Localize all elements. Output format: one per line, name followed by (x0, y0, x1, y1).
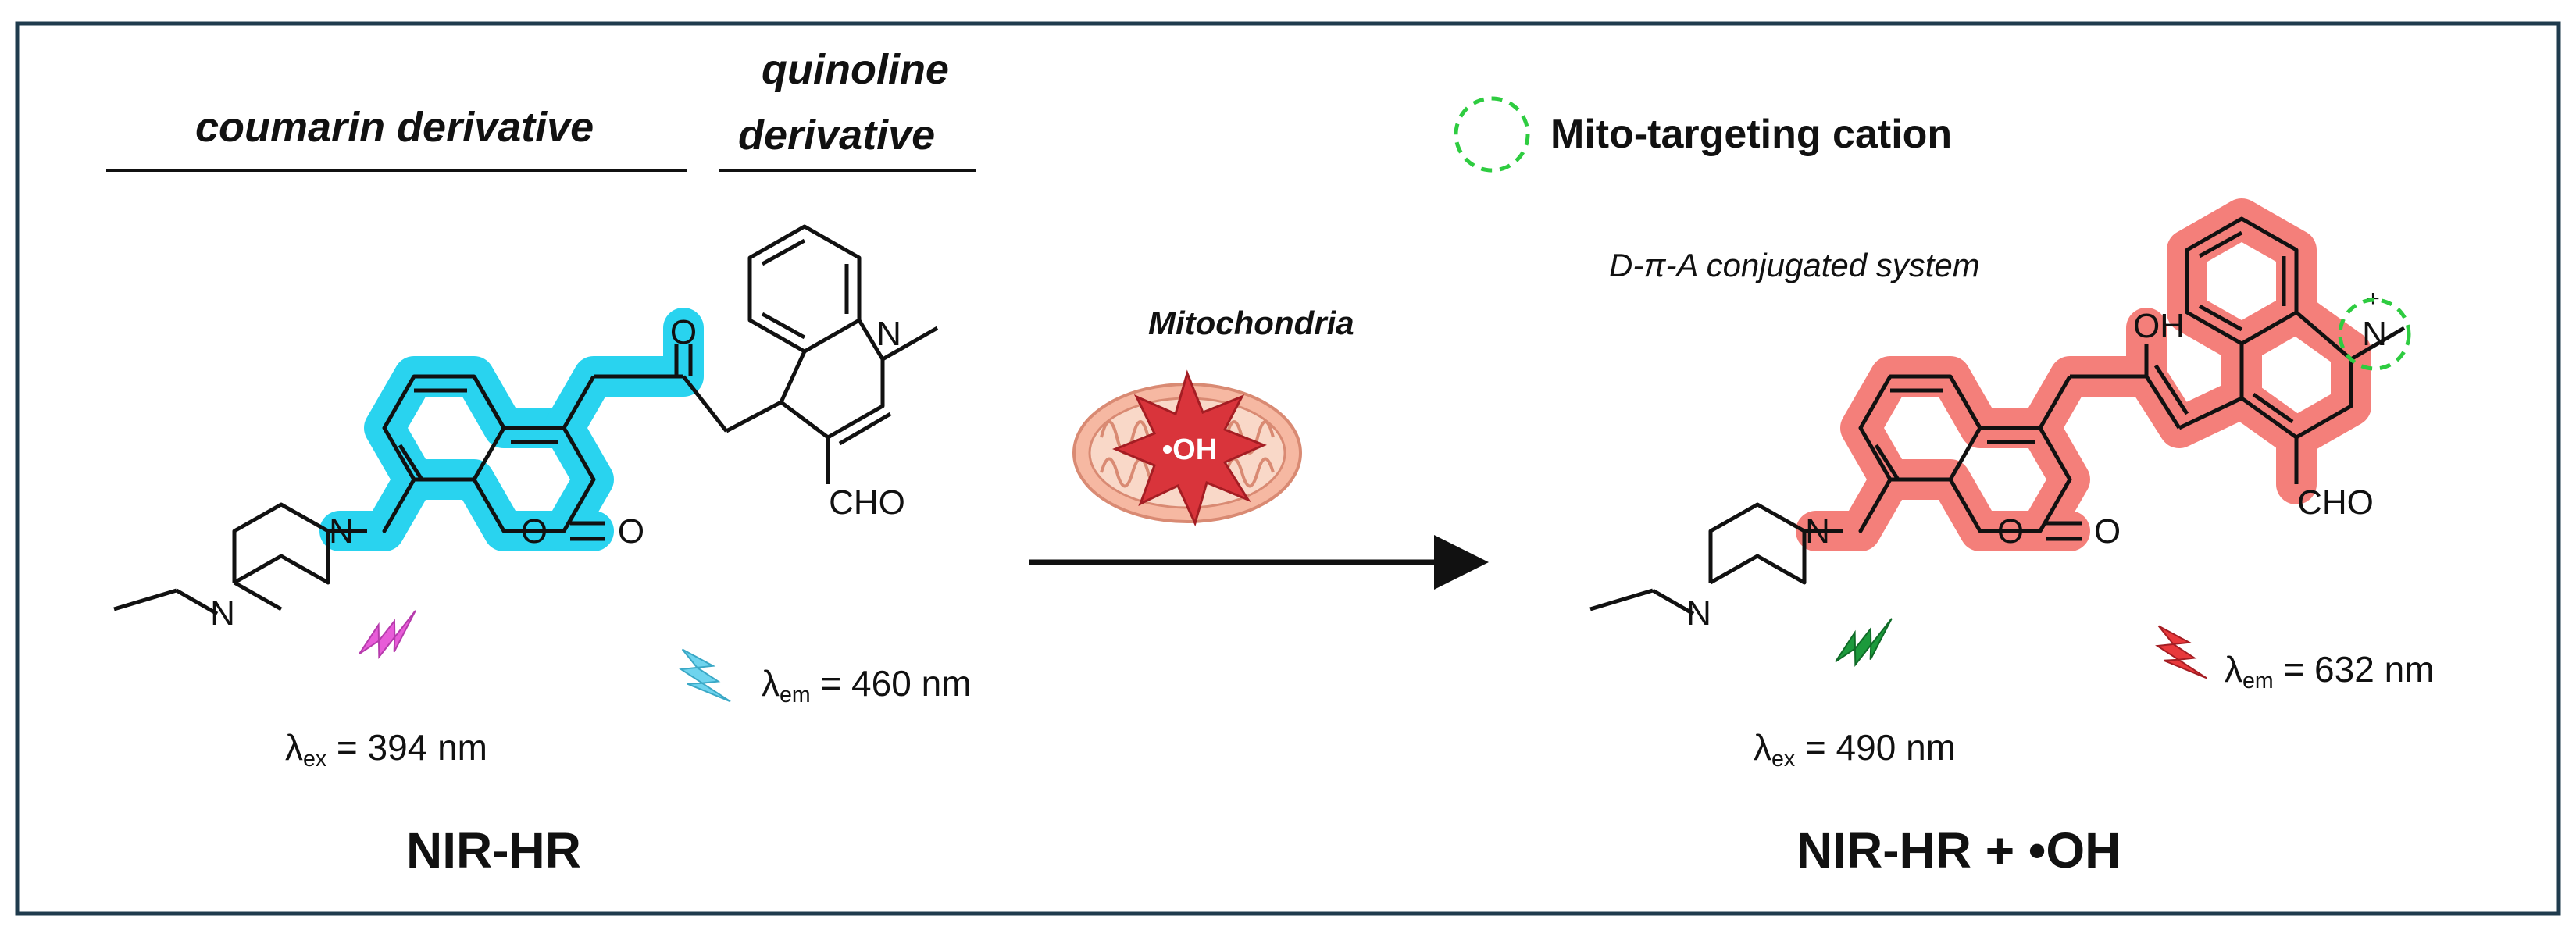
coumarin-label: coumarin derivative (195, 104, 594, 151)
emission-value: = 632 nm (2283, 649, 2435, 690)
product-name-radical: •OH (2028, 822, 2121, 879)
nir-hr-bonds (113, 224, 939, 616)
conjugated-label: D-π-A conjugated system (1609, 247, 1980, 283)
atom-n-plus: N (2362, 315, 2387, 353)
product-molecule: OH N + CHO N N O O (1589, 198, 2411, 633)
lambda-symbol: λ (762, 663, 780, 704)
product-name-prefix: NIR-HR + (1796, 822, 2028, 879)
atom-o-ring-left: O (521, 512, 548, 551)
radical-label-center: •OH (1162, 433, 1217, 466)
atom-o-lactone-left: O (618, 512, 644, 551)
excitation-label-left: λex = 394 nm (285, 726, 487, 772)
excitation-value: = 394 nm (336, 727, 487, 768)
excitation-value: = 490 nm (1804, 727, 1956, 768)
lambda-subscript: em (2242, 668, 2274, 693)
atom-n-amine-right: N (1805, 512, 1830, 551)
emission-value: = 460 nm (820, 663, 972, 704)
quinoline-label-line2: derivative (738, 112, 936, 159)
lambda-symbol: λ (2225, 649, 2242, 690)
atom-n-piperazine-left: N (210, 594, 235, 633)
emission-label-left: λem = 460 nm (762, 662, 971, 708)
lambda-subscript: ex (1771, 746, 1796, 772)
dashed-circle-icon (1454, 96, 1530, 173)
lightning-bolt-icon (679, 648, 731, 703)
atom-o-ketone: O (670, 313, 697, 351)
figure-border (15, 21, 2561, 916)
lambda-symbol: λ (285, 727, 303, 768)
atom-o-lactone-right: O (2094, 512, 2121, 551)
atom-cho-left: CHO (829, 483, 905, 522)
compound-name-right: NIR-HR + •OH (1796, 822, 2121, 879)
excitation-label-right: λex = 490 nm (1754, 726, 1956, 772)
atom-n-piperazine-right: N (1686, 594, 1711, 633)
mitochondria-label: Mitochondria (1148, 305, 1354, 341)
atom-oh-right: OH (2133, 307, 2185, 345)
atom-o-ring-right: O (1997, 512, 2024, 551)
lambda-symbol: λ (1754, 727, 1771, 768)
nir-hr-molecule: O N CHO N N O O (113, 224, 939, 633)
dashed-circle-icon (2338, 298, 2411, 371)
compound-name-left: NIR-HR (406, 822, 581, 879)
lightning-bolt-icon (359, 610, 416, 660)
lightning-bolt-icon (1835, 618, 1893, 668)
quinoline-label-line1: quinoline (762, 46, 949, 93)
legend-label: Mito-targeting cation (1550, 112, 1953, 157)
emission-label-right: λem = 632 nm (2225, 648, 2434, 694)
atom-n-amine-left: N (329, 512, 354, 551)
lambda-subscript: ex (303, 746, 327, 772)
lambda-subscript: em (780, 682, 811, 708)
atom-n-quinoline: N (876, 315, 901, 353)
atom-cho-right: CHO (2297, 483, 2374, 522)
lightning-bolt-icon (2155, 625, 2207, 679)
radical-starburst (1112, 369, 1267, 527)
